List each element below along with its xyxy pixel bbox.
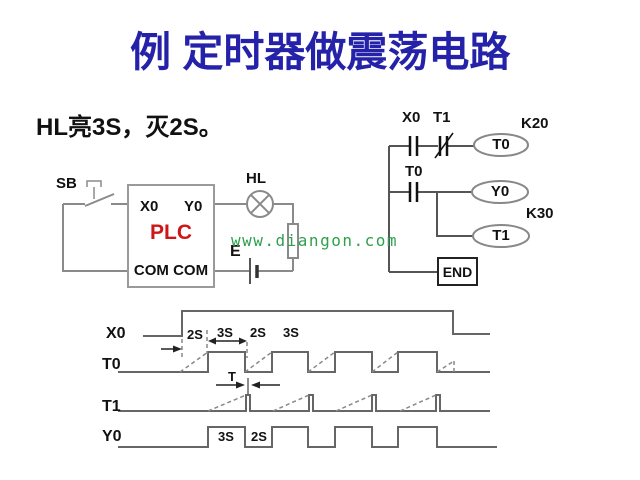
timing-row-y0-label: Y0	[102, 428, 122, 445]
coil-t0-label: T0	[492, 136, 510, 153]
plc-box: X0 Y0 PLC COM COM	[127, 184, 215, 288]
pulse-width-t-label: T	[228, 369, 236, 384]
end-instruction-label: END	[442, 263, 473, 280]
arrow-3s-left-head-icon	[208, 337, 216, 345]
contact-x0-icon	[408, 136, 419, 156]
contact-t1-nc-slash	[434, 132, 454, 159]
watermark-text: www.diangon.com	[231, 231, 398, 250]
plc-com-terminals-label: COM COM	[133, 262, 209, 279]
wire-bottom-left	[62, 204, 127, 272]
contact-t1-icon	[438, 136, 449, 156]
switch-blade	[84, 193, 115, 207]
x0-annotation-3s-2: 3S	[283, 325, 299, 340]
y0-annotation-3s: 3S	[218, 429, 234, 444]
coil-t0-icon	[473, 133, 529, 157]
lamp-label: HL	[246, 170, 266, 187]
timing-row-t1-label: T1	[102, 398, 121, 415]
arrow-t-right-head-icon	[251, 381, 260, 389]
t1-timer-ramps	[207, 394, 437, 412]
waveform-x0	[143, 310, 490, 337]
lamp-cross	[250, 194, 270, 214]
x0-dashed-verticals	[181, 330, 248, 358]
pushbutton-cap-icon	[86, 180, 102, 187]
ladder-contact-t1-label: T1	[433, 109, 451, 126]
end-instruction-box: END	[437, 257, 478, 286]
waveform-y0	[118, 426, 497, 448]
load-resistor	[287, 223, 299, 259]
timing-waveforms	[118, 310, 497, 448]
plc-output-terminal-label: Y0	[184, 198, 203, 215]
timing-row-t0-label: T0	[102, 356, 121, 373]
circuit-wiring	[62, 180, 299, 284]
coil-y0-icon	[471, 180, 529, 204]
wire-right	[273, 203, 294, 271]
t0-timer-ramps	[179, 351, 455, 373]
ladder-k30-constant: K30	[526, 205, 554, 222]
coil-y0-label: Y0	[490, 183, 510, 200]
plc-input-terminal-label: X0	[140, 198, 159, 215]
timing-arrows	[161, 337, 280, 389]
y0-annotation-2s: 2S	[251, 429, 267, 444]
ladder-diagram	[388, 132, 530, 273]
x0-annotation-2s-2: 2S	[250, 325, 266, 340]
ladder-contact-x0-label: X0	[402, 109, 421, 126]
coil-t1-icon	[472, 224, 530, 248]
timing-dashed-guides	[179, 330, 455, 412]
plc-name-label: PLC	[150, 221, 192, 244]
battery-label: E	[230, 243, 241, 260]
x0-annotation-2s-1: 2S	[187, 327, 203, 342]
switch-label: SB	[56, 175, 77, 192]
description-text: HL亮3S，灭2S。	[36, 114, 223, 141]
rung2-wire	[389, 191, 474, 237]
arrow-2s-head-icon	[173, 345, 182, 353]
waveform-t1	[118, 394, 490, 412]
x0-annotation-3s-1: 3S	[217, 325, 233, 340]
arrow-3s-right-head-icon	[239, 337, 247, 345]
timing-row-x0-label: X0	[106, 325, 126, 342]
waveform-t0	[118, 351, 490, 373]
slide-title: 例 定时器做震荡电路	[130, 29, 511, 75]
ladder-k20-constant: K20	[521, 115, 549, 132]
contact-t0-icon	[408, 182, 419, 202]
arrow-t-left-head-icon	[236, 381, 245, 389]
coil-t1-label: T1	[492, 227, 510, 244]
ladder-contact-t0-label: T0	[405, 163, 423, 180]
